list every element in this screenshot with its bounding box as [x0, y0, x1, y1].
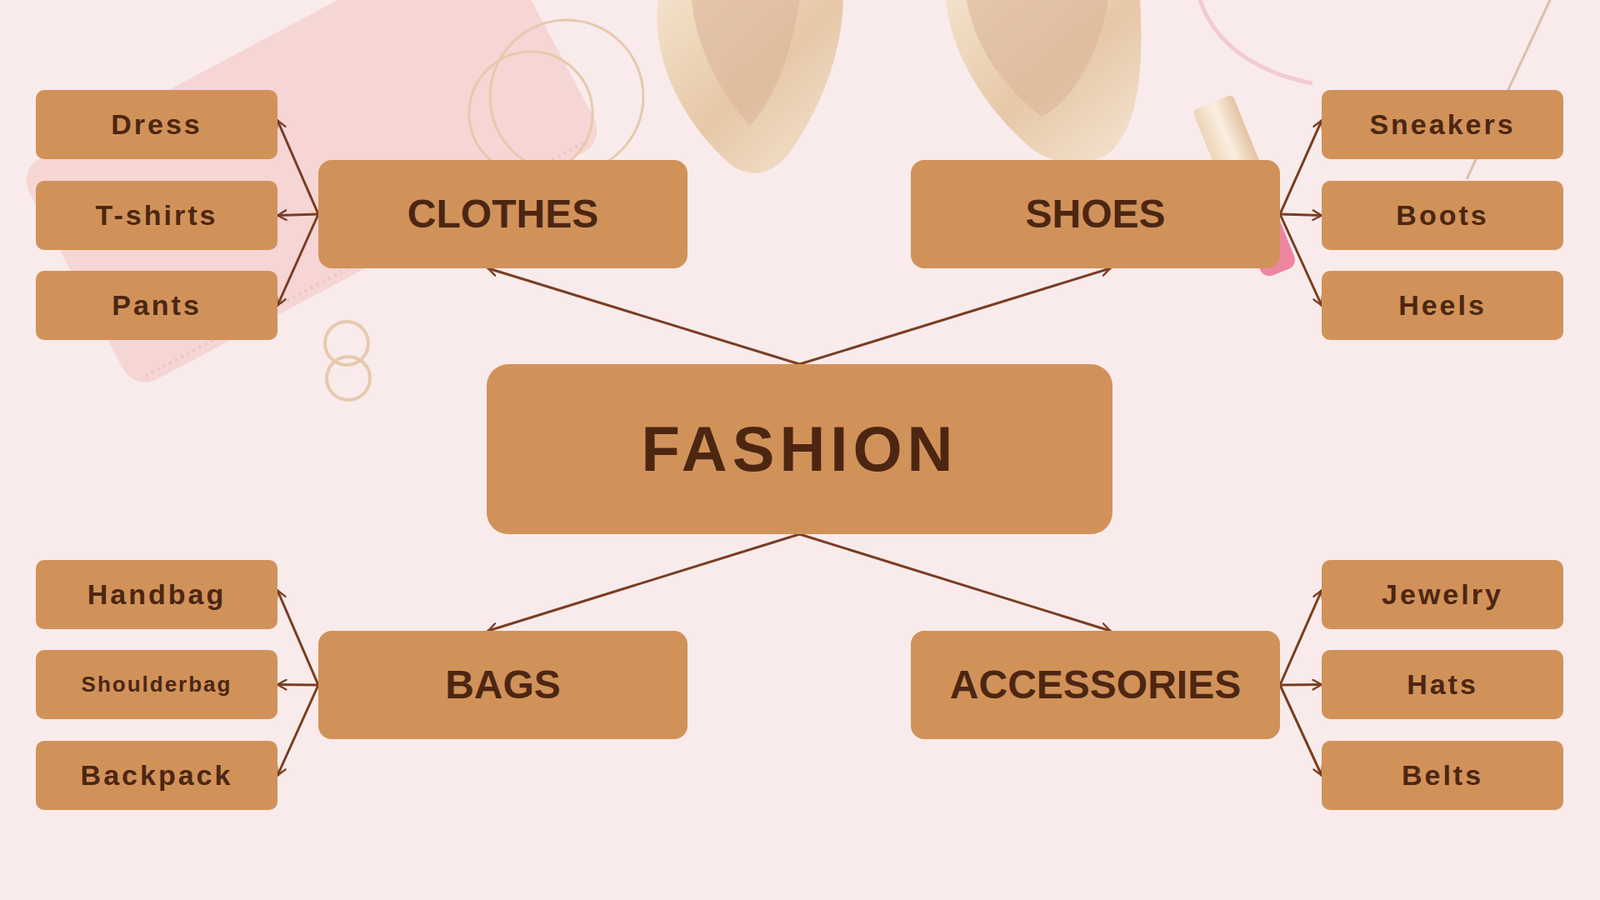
arrow-connector	[277, 214, 319, 306]
node-label: BAGS	[445, 663, 561, 708]
category-box: BAGS	[318, 630, 688, 740]
arrow-connector	[1280, 683, 1322, 687]
arrow-connector	[800, 534, 1111, 631]
node-label: Shoulderbag	[81, 672, 233, 697]
arrow-connector	[1280, 214, 1322, 216]
arrow-connector	[1280, 685, 1322, 776]
arrow-connector	[277, 685, 319, 776]
item-box: Heels	[1321, 270, 1564, 340]
node-label: Hats	[1406, 669, 1479, 700]
arrow-connector	[1280, 590, 1322, 685]
item-box: Pants	[35, 270, 278, 340]
node-label: Belts	[1401, 760, 1484, 791]
node-label: SHOES	[1025, 192, 1165, 237]
node-label: Pants	[111, 290, 202, 321]
arrow-connector	[1280, 120, 1322, 215]
arrow-connector	[277, 683, 319, 687]
arrow-connector	[488, 534, 800, 631]
item-box: Boots	[1321, 180, 1564, 250]
item-box: Hats	[1321, 650, 1564, 720]
root-box: FASHION	[486, 364, 1113, 535]
node-label: Sneakers	[1369, 109, 1515, 140]
node-label: Jewelry	[1381, 579, 1504, 610]
category-box: CLOTHES	[318, 160, 688, 269]
arrow-connector	[488, 268, 800, 365]
node-label: Backpack	[80, 760, 234, 791]
node-label: ACCESSORIES	[950, 663, 1241, 708]
node-label: T-shirts	[95, 200, 219, 231]
item-box: Handbag	[35, 560, 278, 630]
arrow-connector	[1280, 214, 1322, 306]
item-box: Shoulderbag	[35, 650, 278, 720]
arrow-connector	[277, 120, 319, 215]
item-box: Jewelry	[1321, 560, 1564, 630]
category-box: SHOES	[910, 160, 1280, 269]
arrow-connector	[800, 268, 1111, 365]
item-box: Sneakers	[1321, 90, 1564, 160]
node-label: CLOTHES	[407, 192, 599, 237]
item-box: Backpack	[35, 740, 278, 810]
node-label: Dress	[110, 109, 203, 140]
item-box: Belts	[1321, 740, 1564, 810]
node-label: FASHION	[641, 414, 959, 485]
category-box: ACCESSORIES	[910, 630, 1280, 740]
node-label: Heels	[1398, 290, 1487, 321]
node-label: Handbag	[87, 579, 226, 610]
item-box: Dress	[35, 90, 278, 160]
node-label: Boots	[1395, 200, 1489, 231]
item-box: T-shirts	[35, 180, 278, 250]
arrow-connector	[277, 590, 319, 685]
arrow-connector	[277, 214, 319, 216]
